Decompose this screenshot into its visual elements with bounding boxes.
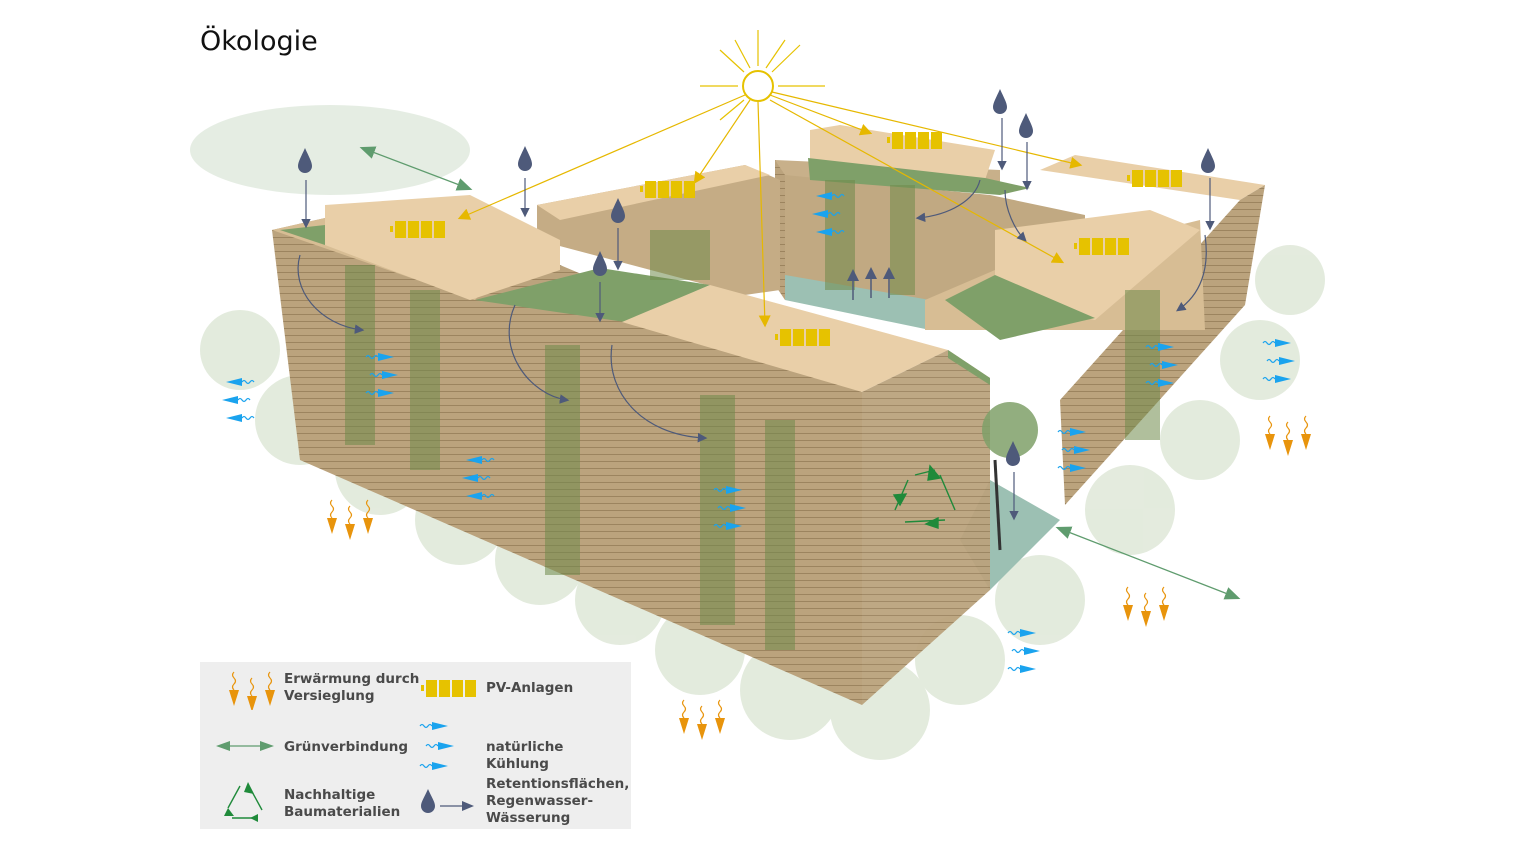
water-drop-icon (421, 789, 474, 813)
legend-cooling-label: natürliche Kühlung (486, 739, 564, 772)
legend-water-line1: Retentionsflächen, (486, 776, 630, 792)
battery-icon (421, 680, 476, 697)
legend-materials-line1: Nachhaltige (284, 787, 376, 803)
wind-arrow-icon (419, 721, 455, 771)
legend-water-label: Retentionsflächen,Regenwasser-Wässerung (486, 776, 629, 827)
legend-heating-line1: Erwärmung durch (284, 671, 420, 687)
page-title: Ökologie (200, 26, 318, 57)
legend-water-line2: Regenwasser- (486, 793, 594, 809)
sun-icon (700, 30, 825, 121)
recycle-icon (224, 782, 263, 822)
legend-pv-label: PV-Anlagen (486, 680, 574, 696)
recycle-icon (892, 464, 956, 529)
legend-water-line3: Wässerung (486, 810, 571, 826)
legend-green-label: Grünverbindung (284, 739, 409, 755)
legend-materials-line2: Baumaterialien (284, 804, 401, 820)
legend-heating-line2: Versieglung (284, 688, 375, 704)
heat-arrows-icon (228, 671, 276, 710)
double-arrow-icon (216, 741, 274, 751)
